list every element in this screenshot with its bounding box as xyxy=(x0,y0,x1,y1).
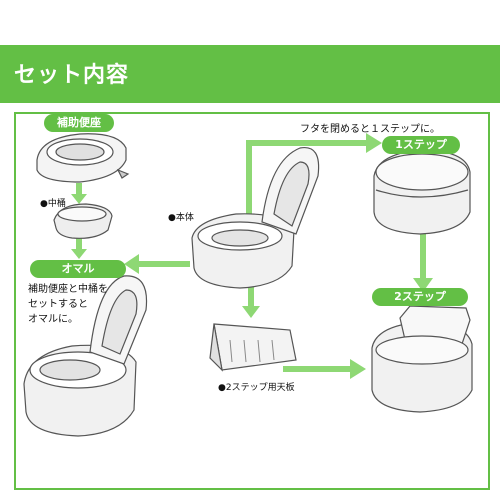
label-honntai: ●本体 xyxy=(168,213,194,223)
step1-drawing xyxy=(373,149,471,235)
arrow-head-1 xyxy=(71,194,87,204)
omaru-drawing xyxy=(23,275,148,437)
omaru-caption: 補助便座と中桶を セットすると オマルに。 xyxy=(28,282,108,327)
label-omaru: オマル xyxy=(30,260,126,278)
nakaoke-drawing xyxy=(53,203,113,239)
omaru-caption-line-2: セットすると xyxy=(28,299,88,310)
arrow-right-segment xyxy=(246,140,366,146)
page-title: セット内容 xyxy=(14,63,130,88)
label-nakaoke: ●中桶 xyxy=(40,199,66,209)
label-tenban: ●2ステップ用天板 xyxy=(218,383,295,393)
omaru-caption-line-1: 補助便座と中桶を xyxy=(28,284,108,295)
header-bar: セット内容 xyxy=(0,45,500,103)
hojo-seat-drawing xyxy=(36,133,130,183)
label-step2: 2ステップ xyxy=(372,288,468,306)
label-hojo-benza: 補助便座 xyxy=(44,114,114,132)
omaru-caption-line-3: オマルに。 xyxy=(28,314,78,325)
arrow-head-4 xyxy=(366,133,382,153)
honntai-drawing xyxy=(191,146,320,289)
futa-caption: フタを閉めると１ステップに。 xyxy=(300,124,440,135)
arrow-tenban-to-step2 xyxy=(283,366,351,372)
arrow-honntai-to-tenban xyxy=(248,286,254,308)
arrow-head-7 xyxy=(413,278,433,292)
label-step1: 1ステップ xyxy=(382,136,460,154)
arrow-head-3 xyxy=(124,254,139,274)
arrow-honntai-to-omaru xyxy=(138,261,190,267)
arrow-up-segment xyxy=(246,146,252,216)
arrow-head-5 xyxy=(242,306,260,318)
arrow-head-6 xyxy=(350,359,366,379)
arrow-hojo-to-nakaoke xyxy=(76,183,82,195)
tenban-drawing xyxy=(209,323,297,372)
step2-drawing xyxy=(371,305,473,413)
arrow-nakaoke-to-omaru xyxy=(76,238,82,250)
arrow-head-2 xyxy=(71,249,87,259)
arrow-step1-to-step2 xyxy=(420,226,426,280)
